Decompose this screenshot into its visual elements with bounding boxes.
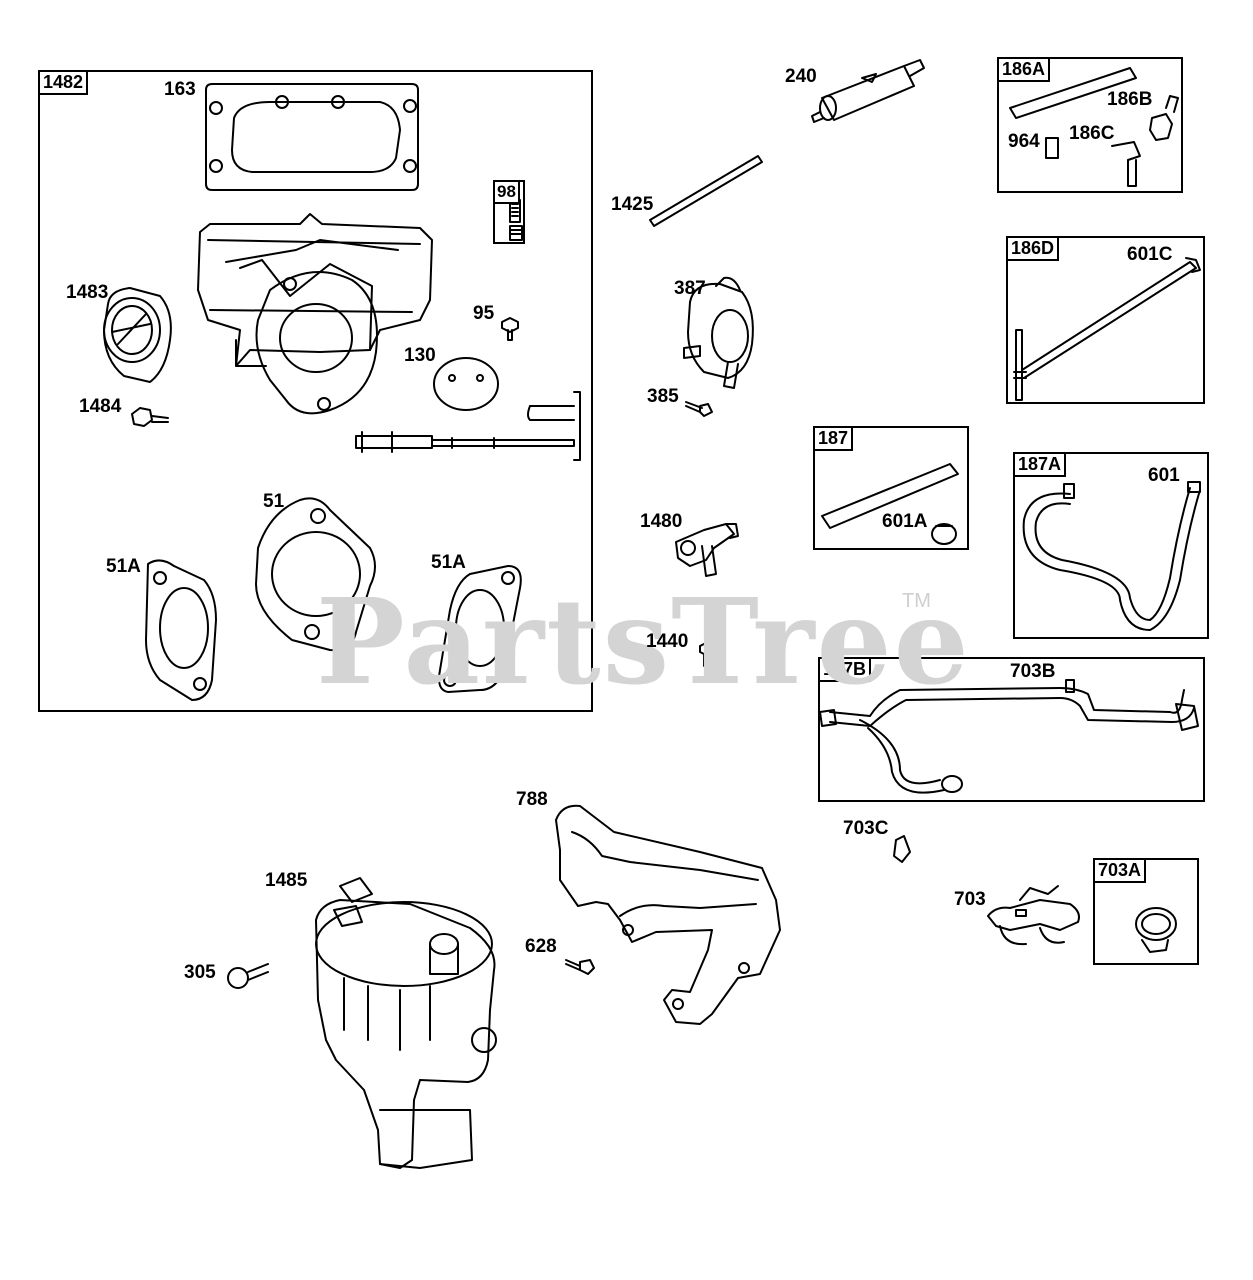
part-51-gasket[interactable] [255,497,376,652]
part-601c-fuel-line[interactable] [1013,257,1201,401]
label-1440[interactable]: 1440 [646,631,689,652]
part-95-screw[interactable] [501,317,519,341]
part-305-screw[interactable] [227,963,269,989]
group-187-box [813,426,969,550]
part-788-bracket[interactable] [555,804,781,1025]
part-601a-clamp[interactable] [931,523,957,545]
group-187b-box [818,657,1205,802]
part-186c-fitting[interactable] [1111,141,1141,187]
label-1483[interactable]: 1483 [66,282,109,303]
group-186d-box [1006,236,1205,404]
label-703c[interactable]: 703C [843,818,889,839]
part-387-fuel-pump[interactable] [683,276,754,389]
label-703b[interactable]: 703B [1010,661,1056,682]
label-130[interactable]: 130 [404,345,436,366]
part-964-sleeve[interactable] [1045,137,1059,159]
part-703-hose-clamp[interactable] [987,885,1080,946]
label-387[interactable]: 387 [674,278,706,299]
watermark: PartsTree [316,572,971,711]
tag-98: 98 [493,180,520,204]
part-1483-cap[interactable] [103,287,172,383]
part-98-screw-spring[interactable] [509,199,523,241]
label-628[interactable]: 628 [525,936,557,957]
tag-703a: 703A [1093,858,1147,883]
tag-187b: 187B [818,657,872,682]
label-1484[interactable]: 1484 [79,396,122,417]
group-186a-box [997,57,1183,193]
label-95[interactable]: 95 [473,303,495,324]
label-51[interactable]: 51 [263,491,285,512]
part-186b-fitting[interactable] [1149,95,1179,141]
part-187-fuel-line[interactable] [821,463,959,529]
label-163[interactable]: 163 [164,79,196,100]
label-305[interactable]: 305 [184,962,216,983]
label-51a-right[interactable]: 51A [431,552,466,573]
part-385-screw[interactable] [685,401,713,417]
part-186a-fuel-hose[interactable] [1009,67,1137,119]
watermark-trademark: TM [902,590,931,612]
part-163-gasket[interactable] [205,83,419,191]
label-601a[interactable]: 601A [882,511,928,532]
part-628-screw[interactable] [565,959,595,975]
part-1440-screw[interactable] [699,641,717,667]
label-964[interactable]: 964 [1008,131,1040,152]
part-throttle-shaft[interactable] [355,391,581,461]
part-51a-gasket-left[interactable] [145,559,217,701]
part-601-fuel-hose[interactable] [1022,481,1201,631]
label-385[interactable]: 385 [647,386,679,407]
part-51a-gasket-right[interactable] [438,565,522,693]
part-1484-screw[interactable] [131,407,169,427]
label-186c[interactable]: 186C [1069,123,1115,144]
tag-187: 187 [813,426,854,451]
tag-1482: 1482 [38,70,89,95]
label-51a-left[interactable]: 51A [106,556,141,577]
label-788[interactable]: 788 [516,789,548,810]
part-703c-clip[interactable] [893,835,911,863]
label-240[interactable]: 240 [785,66,817,87]
group-1482-box [38,70,593,712]
part-1485-fuel-tank-module[interactable] [315,877,497,1169]
part-carburetor-body[interactable] [197,213,433,415]
label-1485[interactable]: 1485 [265,870,308,891]
tag-186d: 186D [1006,236,1060,261]
label-601[interactable]: 601 [1148,465,1180,486]
label-601c[interactable]: 601C [1127,244,1173,265]
group-187a-box [1013,452,1209,639]
label-703[interactable]: 703 [954,889,986,910]
tag-186a: 186A [997,57,1051,82]
part-130-throttle-plate[interactable] [433,357,499,411]
part-1425-fuel-line[interactable] [649,155,763,227]
part-703a-clamp[interactable] [1135,907,1177,953]
part-240-fuel-filter[interactable] [811,59,925,123]
label-186b[interactable]: 186B [1107,89,1153,110]
part-1480-shutoff-valve[interactable] [675,523,739,577]
tag-187a: 187A [1013,452,1067,477]
label-1480[interactable]: 1480 [640,511,683,532]
label-1425[interactable]: 1425 [611,194,654,215]
part-703b-fuel-hose-assembly[interactable] [819,679,1199,794]
